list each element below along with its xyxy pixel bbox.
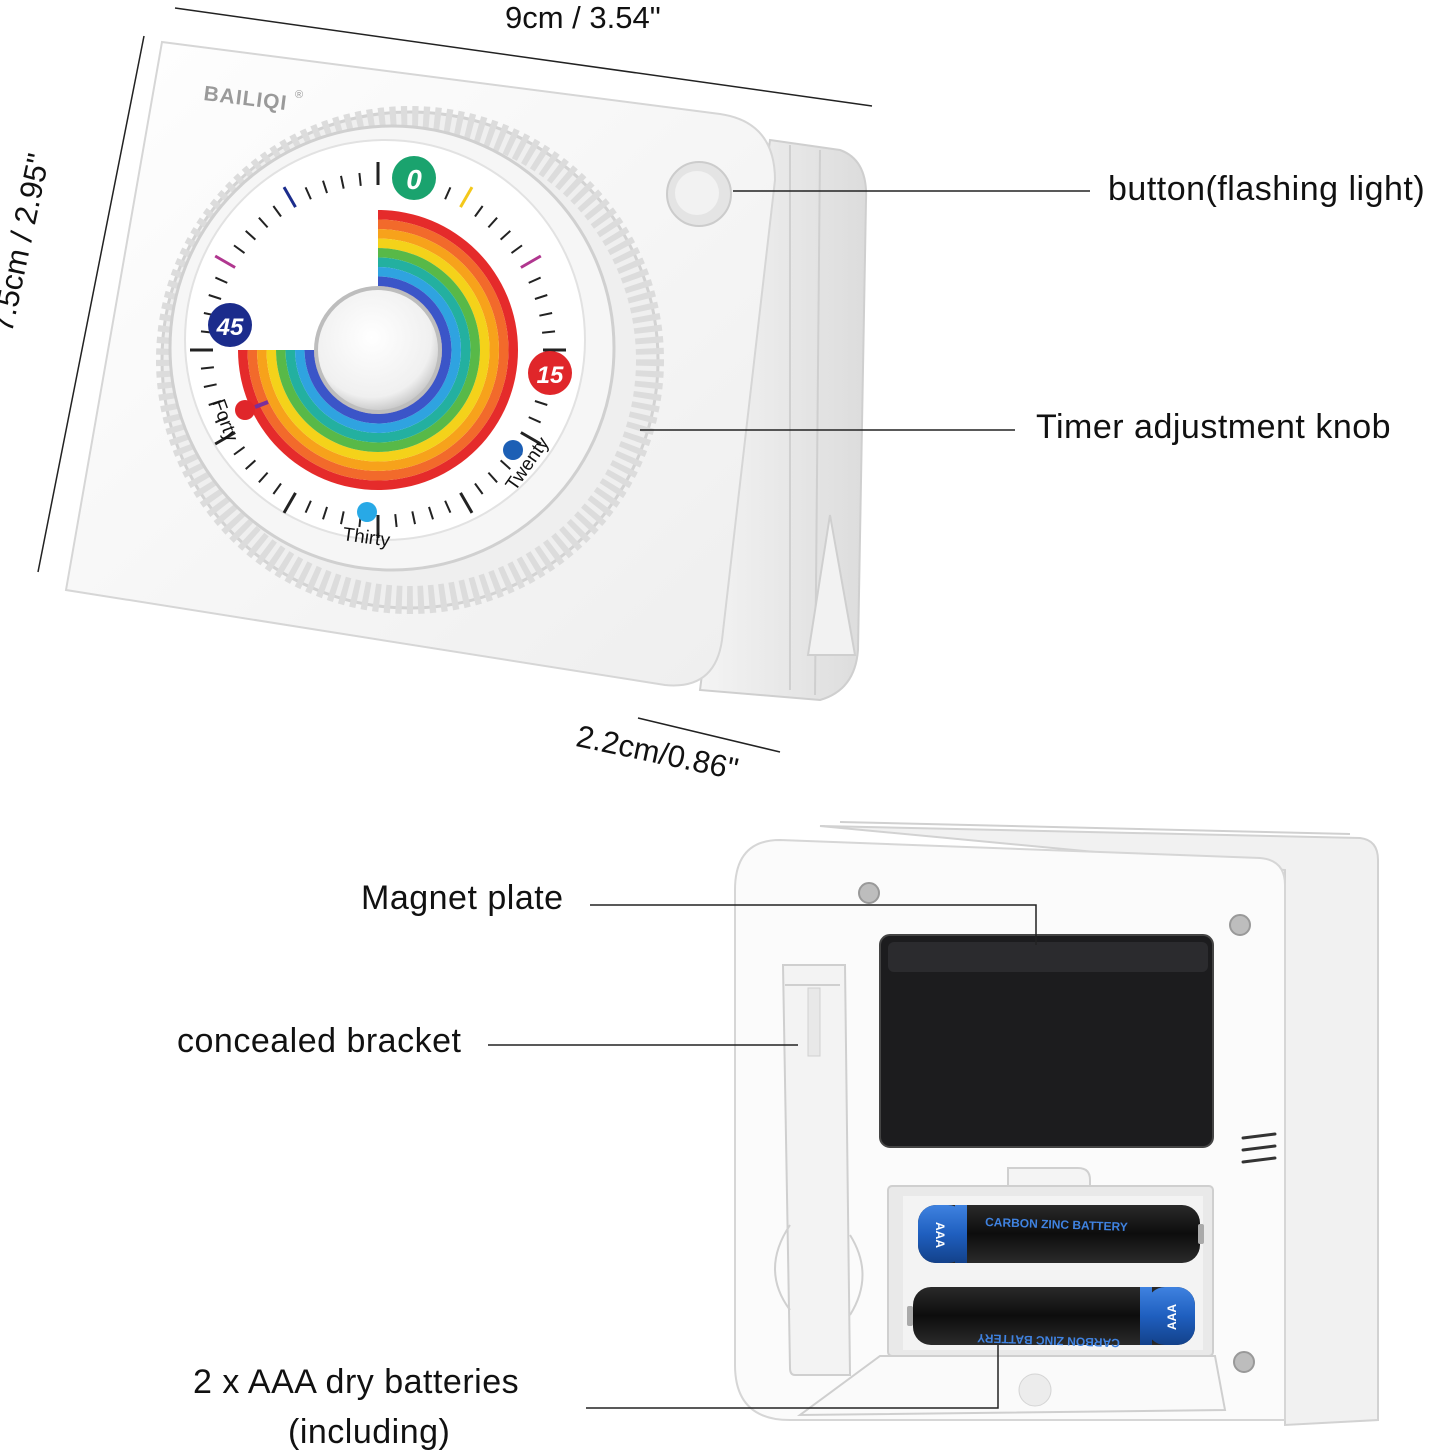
- dial-tick: [272, 205, 282, 218]
- dial-tick: [208, 294, 222, 300]
- dial-tick: [499, 230, 511, 241]
- dial-tick: [534, 400, 548, 406]
- battery-door: [796, 1355, 1227, 1417]
- dial-tick: [214, 254, 236, 269]
- dial-tick: [487, 217, 498, 229]
- front-device: 0 45 15 Forty Thirty Twenty BAILIQI ®: [64, 40, 868, 702]
- dot-thirty: [357, 502, 377, 522]
- callout-line-magnet: [590, 904, 1037, 945]
- dial-tick: [214, 416, 228, 424]
- dial-tick: [214, 431, 236, 446]
- dial-tick: [444, 186, 452, 200]
- knob-hub: [314, 286, 442, 414]
- dial-number-0: 0: [406, 164, 422, 195]
- dial-tick: [541, 330, 556, 334]
- dial-number-45: 45: [216, 314, 244, 341]
- dot-forty: [235, 400, 255, 420]
- dial-tick: [411, 511, 416, 525]
- dial-tick: [528, 416, 542, 424]
- dial-tick: [233, 244, 246, 254]
- dial-tick: [534, 294, 548, 300]
- dial-tick: [322, 506, 328, 520]
- callout-line-batteries: [586, 1345, 999, 1409]
- dial-tick: [340, 175, 345, 189]
- callout-batteries-label-2: (including): [288, 1413, 451, 1451]
- battery-top: CARBON ZINC BATTERY AAA: [918, 1205, 1204, 1263]
- dial-tick: [304, 500, 312, 514]
- dial-tick: [282, 186, 297, 208]
- dial-tick: [499, 459, 511, 470]
- dial-tick: [233, 446, 246, 456]
- dial-tick: [394, 513, 398, 528]
- stand: [806, 514, 857, 656]
- battery-bottom: CARBON ZINC BATTERY AAA: [907, 1287, 1195, 1350]
- dial-tick: [304, 186, 312, 200]
- dial-tick: [200, 366, 215, 370]
- badge-fifteen: 15: [528, 351, 572, 395]
- callout-button-label: button(flashing light): [1108, 170, 1426, 208]
- dial-tick: [487, 471, 498, 483]
- dial-tick: [474, 205, 484, 218]
- dial-tick: [459, 186, 474, 208]
- back-device: CARBON ZINC BATTERY AAA CARBON ZINC BATT…: [734, 821, 1379, 1427]
- callout-knob-label: Timer adjustment knob: [1036, 408, 1392, 446]
- dial-tick: [203, 383, 217, 388]
- screw-hole-top-right: [1229, 914, 1251, 936]
- dial-tick: [245, 230, 257, 241]
- dial-tick: [258, 217, 269, 229]
- battery-bottom-type: AAA: [1165, 1304, 1179, 1330]
- dial-tick: [510, 244, 523, 254]
- callout-bracket-label: concealed bracket: [177, 1022, 462, 1060]
- badge-forty-five: 45: [208, 303, 252, 347]
- dial-tick: [444, 500, 452, 514]
- dial-tick: [539, 312, 553, 317]
- dial-tick: [358, 172, 362, 187]
- dial-tick: [245, 459, 257, 470]
- dial-tick: [459, 492, 474, 514]
- dial-tick: [282, 492, 297, 514]
- width-dimension-label: 9cm / 3.54": [505, 0, 661, 35]
- dial-tick: [208, 400, 222, 406]
- battery-top-type: AAA: [933, 1222, 947, 1248]
- dial-tick: [520, 254, 542, 269]
- magnet-plate: [879, 934, 1214, 1148]
- dot-twenty: [503, 440, 523, 460]
- dial-number-15: 15: [537, 362, 564, 389]
- registered-mark: ®: [295, 89, 303, 101]
- dial-tick: [322, 180, 328, 194]
- battery-bottom-label: CARBON ZINC BATTERY: [977, 1331, 1120, 1350]
- screw-hole-top-left: [858, 882, 880, 904]
- dial-tick: [340, 511, 345, 525]
- screw-hole-bottom-right: [1233, 1351, 1255, 1373]
- dial-tick: [520, 431, 542, 446]
- dimension-lines: [37, 7, 873, 753]
- callout-batteries-label-1: 2 x AAA dry batteries: [193, 1363, 520, 1401]
- concealed-bracket: [781, 964, 852, 1376]
- speaker-vents: [1241, 1132, 1277, 1164]
- dial-tick: [528, 276, 542, 284]
- callout-magnet-label: Magnet plate: [361, 879, 564, 917]
- dial-tick: [272, 482, 282, 495]
- dial-tick: [474, 482, 484, 495]
- dial-tick: [258, 471, 269, 483]
- flashing-light-button: [666, 161, 732, 227]
- dial-tick: [428, 506, 434, 520]
- battery-top-label: CARBON ZINC BATTERY: [985, 1215, 1128, 1234]
- dial-tick: [214, 276, 228, 284]
- badge-zero: 0: [392, 156, 436, 200]
